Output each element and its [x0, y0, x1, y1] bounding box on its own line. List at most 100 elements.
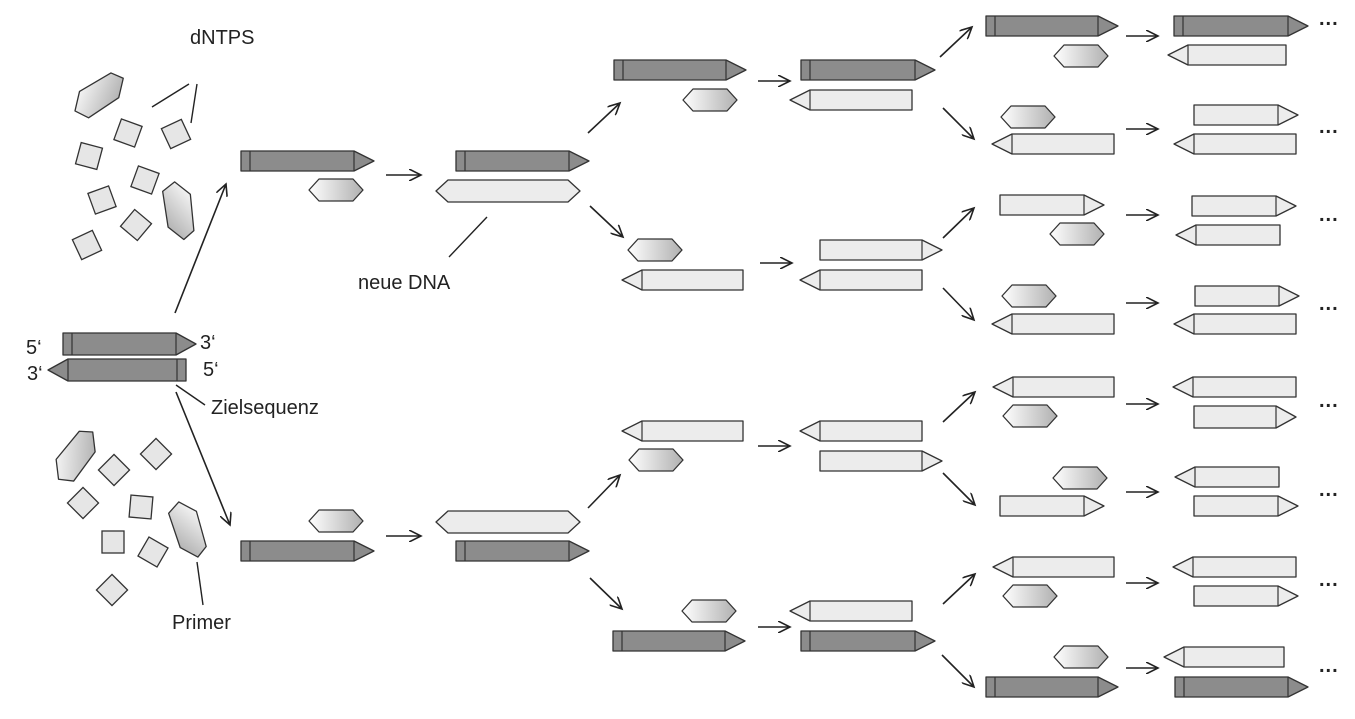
template-strand — [800, 59, 936, 81]
primer — [308, 509, 364, 533]
new-strand — [1172, 376, 1297, 398]
dntp — [160, 118, 192, 150]
flow-arrow — [942, 574, 975, 605]
template-strand — [455, 150, 590, 172]
new-strand — [1172, 556, 1297, 578]
new-strand — [819, 450, 943, 472]
strand-body — [1172, 556, 1297, 578]
flow-arrow — [942, 287, 974, 320]
flow-arrow — [174, 184, 226, 314]
dntp — [137, 536, 169, 568]
strand-body — [1167, 44, 1287, 66]
strand-body — [1194, 285, 1300, 307]
new-strand — [789, 600, 913, 622]
strand-body — [240, 150, 375, 172]
dntp — [66, 486, 100, 520]
new-strand — [435, 179, 581, 203]
free-primer — [55, 430, 96, 482]
flow-arrow — [942, 392, 975, 423]
flow-arrow — [939, 27, 972, 58]
strand-body — [985, 676, 1119, 698]
strand-body — [800, 59, 936, 81]
strand-layer — [47, 15, 1309, 698]
dntp — [87, 185, 117, 215]
dntp — [128, 494, 154, 520]
strand-body — [992, 376, 1115, 398]
strand-body — [1175, 224, 1281, 246]
dntp — [130, 165, 160, 195]
strand-body — [1193, 405, 1297, 429]
flow-arrow — [942, 472, 975, 505]
strand-body — [991, 313, 1115, 335]
flow-arrow — [942, 208, 974, 239]
primer-label: Primer — [172, 612, 231, 634]
arrow-layer — [174, 27, 1158, 687]
strand-body — [1173, 133, 1297, 155]
template-strand — [985, 15, 1119, 37]
new-strand — [999, 495, 1105, 517]
primer — [1002, 584, 1058, 608]
strand-body — [819, 450, 943, 472]
strand-body — [1193, 585, 1299, 607]
strand-body — [612, 630, 746, 652]
new-strand — [992, 556, 1115, 578]
template-strand — [1174, 676, 1309, 698]
new-strand — [789, 89, 913, 111]
strand-body — [799, 420, 923, 442]
strand-body — [800, 630, 936, 652]
new-strand — [1193, 495, 1299, 517]
free-primer — [167, 501, 207, 558]
dntp — [95, 573, 129, 607]
template-strand — [240, 150, 375, 172]
new-strand — [1194, 285, 1300, 307]
primer — [308, 178, 364, 202]
strand-body — [985, 15, 1119, 37]
strand-body — [621, 269, 744, 291]
dntp — [139, 437, 173, 471]
new-strand — [1173, 133, 1297, 155]
new-strand — [991, 133, 1115, 155]
strand-body — [789, 89, 913, 111]
primer-body — [167, 501, 207, 558]
new-strand — [991, 313, 1115, 335]
neue-dna-label: neue DNA — [358, 272, 451, 294]
primer-layer — [308, 44, 1109, 669]
dntp — [113, 118, 143, 148]
new-strand — [1193, 585, 1299, 607]
flow-arrow — [589, 577, 622, 609]
template-strand — [47, 358, 187, 382]
template-strand — [62, 332, 197, 356]
strand-body — [992, 556, 1115, 578]
primer-body — [161, 181, 195, 241]
leader-line-layer — [151, 83, 488, 606]
dntps-label: dNTPS — [190, 27, 255, 49]
primer — [1053, 645, 1109, 669]
template-strand — [612, 630, 746, 652]
new-strand — [799, 269, 923, 291]
new-strand — [621, 269, 744, 291]
new-strand — [1191, 195, 1297, 217]
primer — [627, 238, 683, 262]
continuation-dots: ... — [1319, 390, 1339, 412]
continuation-dots: ... — [1319, 116, 1339, 138]
free-primer — [161, 181, 195, 241]
strand-body — [1173, 313, 1297, 335]
new-strand — [1173, 313, 1297, 335]
continuation-dots: ... — [1319, 8, 1339, 30]
primer — [682, 88, 738, 112]
continuation-dots: ... — [1319, 293, 1339, 315]
primer — [1053, 44, 1109, 68]
strand-body — [1173, 15, 1309, 37]
strand-body — [62, 332, 197, 356]
five-prime-top-label: 5‘ — [26, 337, 42, 359]
strand-body — [991, 133, 1115, 155]
free-primer — [74, 72, 124, 119]
three-prime-bottom-label: 3‘ — [27, 363, 43, 385]
leader-line — [196, 561, 204, 606]
template-strand — [800, 630, 936, 652]
nucleotide-layer — [55, 72, 207, 607]
strand-body — [240, 540, 375, 562]
new-strand — [1175, 224, 1281, 246]
strand-body — [1172, 376, 1297, 398]
